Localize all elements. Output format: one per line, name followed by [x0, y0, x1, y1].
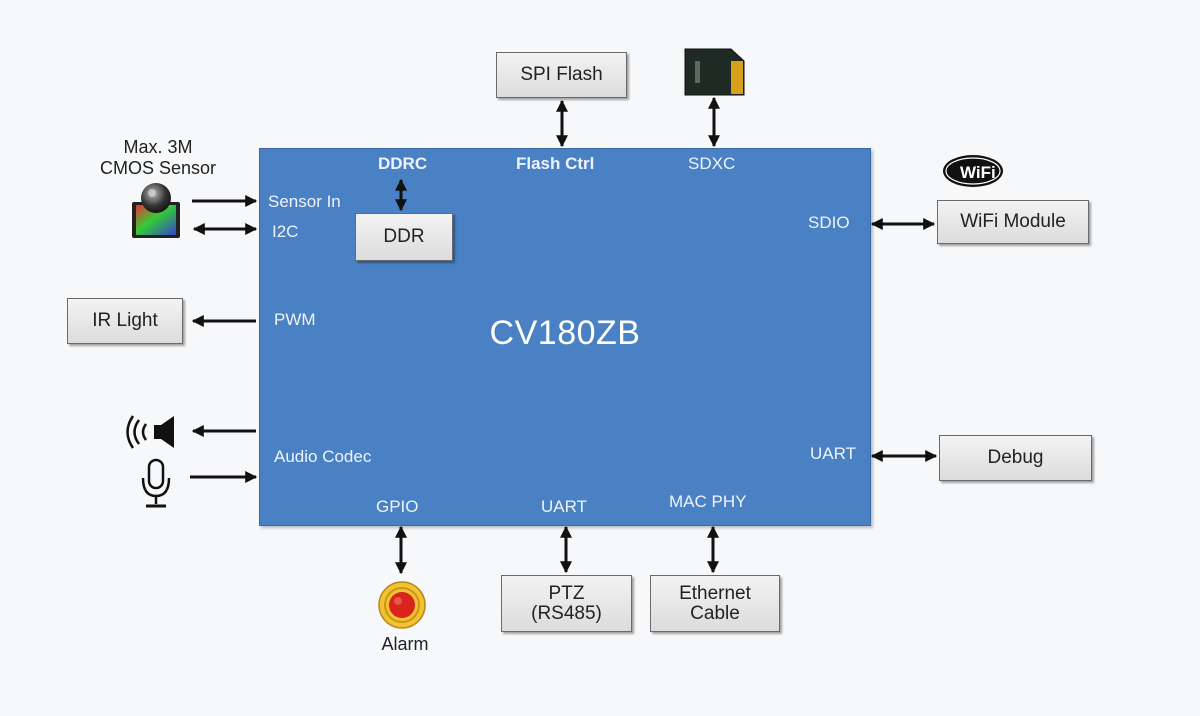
port-i2c: I2C — [272, 222, 299, 241]
port-gpio: GPIO — [376, 497, 419, 516]
sensor-label: Max. 3M CMOS Sensor — [78, 137, 238, 179]
ptz-label: PTZ — [548, 582, 585, 604]
port-sdxc: SDXC — [688, 154, 736, 173]
ddr-label: DDR — [383, 226, 425, 247]
spi-flash-box: SPI Flash — [496, 52, 627, 98]
sensor-label-line2: CMOS Sensor — [99, 158, 217, 178]
wifi-module-label: WiFi Module — [960, 211, 1066, 232]
alarm-icon — [378, 581, 426, 629]
port-audio-codec: Audio Codec — [274, 447, 372, 466]
port-mac-phy: MAC PHY — [669, 492, 747, 511]
port-uart-right: UART — [810, 444, 856, 463]
ir-light-box: IR Light — [67, 298, 183, 344]
ethernet-label: Ethernet — [679, 582, 751, 604]
wifi-module-box: WiFi Module — [937, 200, 1089, 244]
alarm-label: Alarm — [381, 634, 429, 654]
ptz-box: PTZ (RS485) — [501, 575, 632, 632]
ethernet-cable-box: Ethernet Cable — [650, 575, 780, 632]
ptz-sublabel: (RS485) — [531, 602, 602, 624]
sensor-label-line1: Max. 3M — [123, 137, 193, 157]
ddr-box: DDR — [355, 213, 453, 261]
chip-block: CV180ZB — [259, 148, 871, 526]
port-uart-bottom: UART — [541, 497, 587, 516]
port-flash-ctrl: Flash Ctrl — [516, 154, 595, 173]
camera-sensor-icon — [132, 183, 180, 238]
debug-box: Debug — [939, 435, 1092, 481]
port-sdio: SDIO — [808, 213, 850, 232]
chip-title: CV180ZB — [489, 314, 641, 352]
sd-card-icon — [684, 48, 745, 96]
debug-label: Debug — [987, 447, 1044, 468]
wifi-logo-text: WiFi — [960, 163, 996, 182]
ethernet-sublabel: Cable — [690, 602, 740, 624]
wifi-logo-icon: WiFi — [943, 155, 1003, 187]
port-ddrc: DDRC — [378, 154, 428, 173]
ir-light-label: IR Light — [92, 310, 158, 331]
microphone-icon — [141, 458, 171, 508]
port-pwm: PWM — [274, 310, 316, 329]
spi-flash-label: SPI Flash — [520, 64, 603, 85]
speaker-icon — [126, 415, 174, 449]
port-sensor-in: Sensor In — [268, 192, 341, 211]
